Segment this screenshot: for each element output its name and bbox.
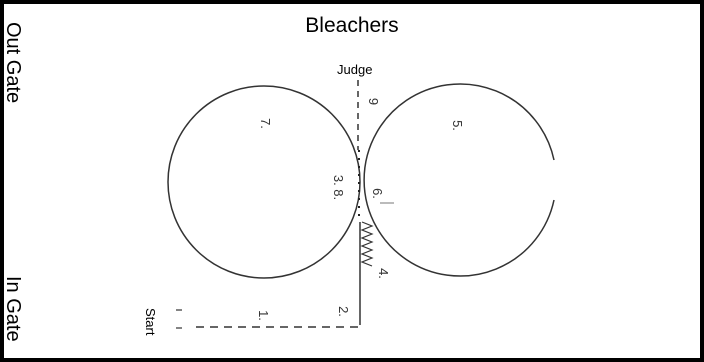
out-gate-label: Out Gate (2, 22, 24, 104)
marker-2: 2. (335, 306, 351, 317)
bleachers-label: Bleachers (305, 14, 399, 37)
in-gate-label: In Gate (2, 276, 24, 342)
marker-4: 4. (375, 268, 391, 279)
serpentine-line (360, 221, 374, 267)
marker-3-8: 3. 8. (331, 174, 347, 201)
marker-7: 7. (257, 118, 273, 129)
marker-1: 1. (255, 310, 271, 321)
marker-9: 9 (366, 97, 382, 106)
judge-label: Judge (337, 62, 373, 77)
marker-6: 6. (369, 188, 385, 199)
marker-5: 5. (449, 120, 465, 131)
right-circle (363, 83, 555, 277)
start-label: Start (143, 308, 158, 336)
